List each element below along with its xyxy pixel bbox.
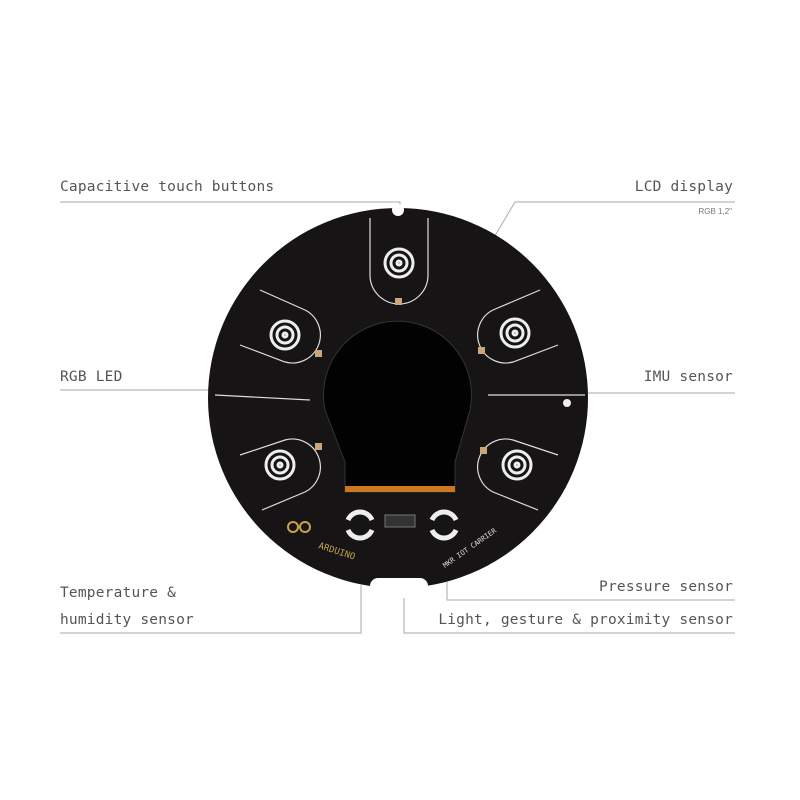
touch-icons: [264, 247, 533, 481]
lcd-screen: [323, 320, 472, 493]
touch-pad-c1: [239, 289, 321, 364]
fingerprint-icon: [264, 449, 296, 481]
touch-pad-c3: [239, 438, 321, 511]
sensor-arcs: [345, 509, 459, 541]
touch-pad-c4: [477, 438, 559, 511]
label-light-gesture-proximity: Light, gesture & proximity sensor: [438, 612, 733, 628]
leader-temperature: [60, 585, 362, 634]
pcb-board: ARDUINO MKR IOT CARRIER: [208, 204, 588, 598]
label-capacitive-touch-buttons: Capacitive touch buttons: [60, 179, 275, 195]
leader-light: [403, 590, 735, 634]
fingerprint-icon: [499, 317, 531, 349]
fingerprint-icon: [383, 247, 415, 279]
touch-pad-c2: [477, 289, 559, 364]
label-lcd-sub: RGB 1,2": [698, 207, 732, 216]
label-pressure-sensor: Pressure sensor: [599, 579, 733, 595]
label-imu-sensor: IMU sensor: [643, 369, 733, 385]
rgb-leds: [315, 298, 487, 454]
label-temperature-2: humidity sensor: [60, 612, 194, 628]
leader-capacitive: [60, 201, 401, 215]
fingerprint-icon: [501, 449, 533, 481]
label-lcd-display: LCD display: [634, 179, 733, 195]
label-rgb-led: RGB LED: [60, 369, 123, 385]
arduino-logo-icon: [287, 521, 311, 533]
fingerprint-icon: [269, 319, 301, 351]
label-temperature-1: Temperature &: [60, 585, 177, 601]
